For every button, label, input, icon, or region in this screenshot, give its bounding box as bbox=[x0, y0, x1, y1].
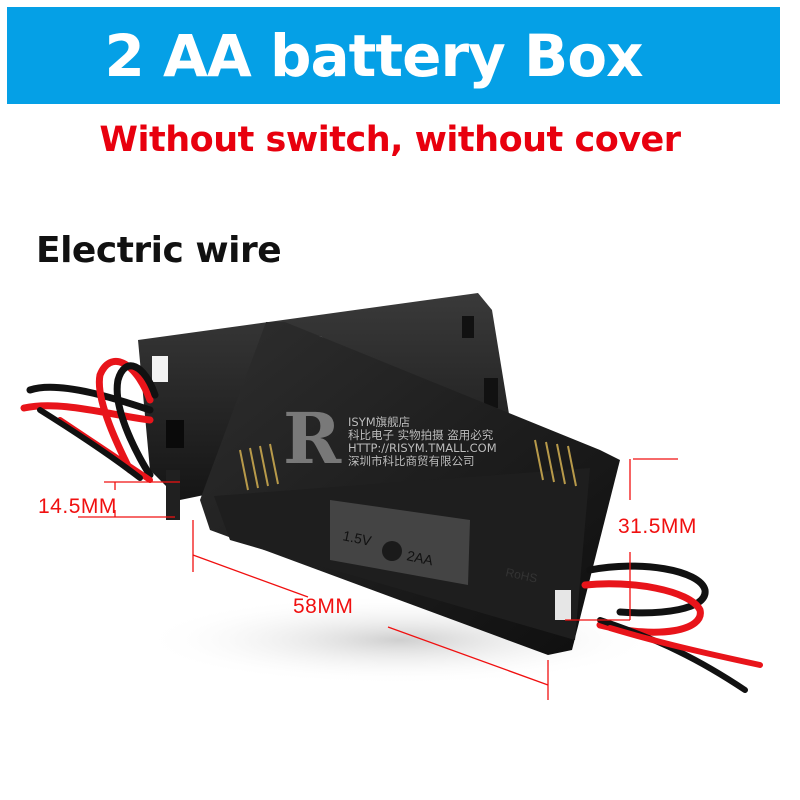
dimension-lines bbox=[78, 458, 678, 700]
watermark-line: ISYM旗舰店 bbox=[348, 415, 411, 429]
watermark-line: HTTP://RISYM.TMALL.COM bbox=[348, 441, 497, 455]
product-title: 2 AA battery Box bbox=[104, 21, 643, 90]
title-banner: 2 AA battery Box bbox=[7, 7, 780, 104]
electric-wire-label: Electric wire bbox=[36, 230, 282, 271]
watermark-line: 深圳市科比商贸有限公司 bbox=[348, 454, 475, 468]
watermark-text: ISYM旗舰店 科比电子 实物拍摄 盗用必究 HTTP://RISYM.TMAL… bbox=[348, 416, 497, 468]
size-marking: 2AA bbox=[405, 547, 435, 568]
width-dimension-label: 31.5MM bbox=[618, 515, 697, 538]
voltage-marking: 1.5V bbox=[341, 527, 373, 549]
right-lead-wires bbox=[581, 562, 763, 693]
length-dimension-label: 58MM bbox=[293, 595, 354, 618]
product-photo: 1.5V 2AA RoHS bbox=[20, 293, 763, 700]
height-dimension-label: 14.5MM bbox=[38, 495, 117, 518]
contact-springs bbox=[239, 439, 577, 491]
front-battery-holder: 1.5V 2AA RoHS bbox=[200, 322, 620, 655]
watermark-line: 科比电子 实物拍摄 盗用必究 bbox=[348, 428, 494, 442]
left-lead-wires bbox=[20, 357, 159, 483]
feature-subtitle: Without switch, without cover bbox=[99, 120, 681, 160]
watermark-logo: R bbox=[283, 397, 342, 480]
mounting-hole bbox=[382, 541, 402, 561]
rohs-marking: RoHS bbox=[504, 565, 538, 585]
